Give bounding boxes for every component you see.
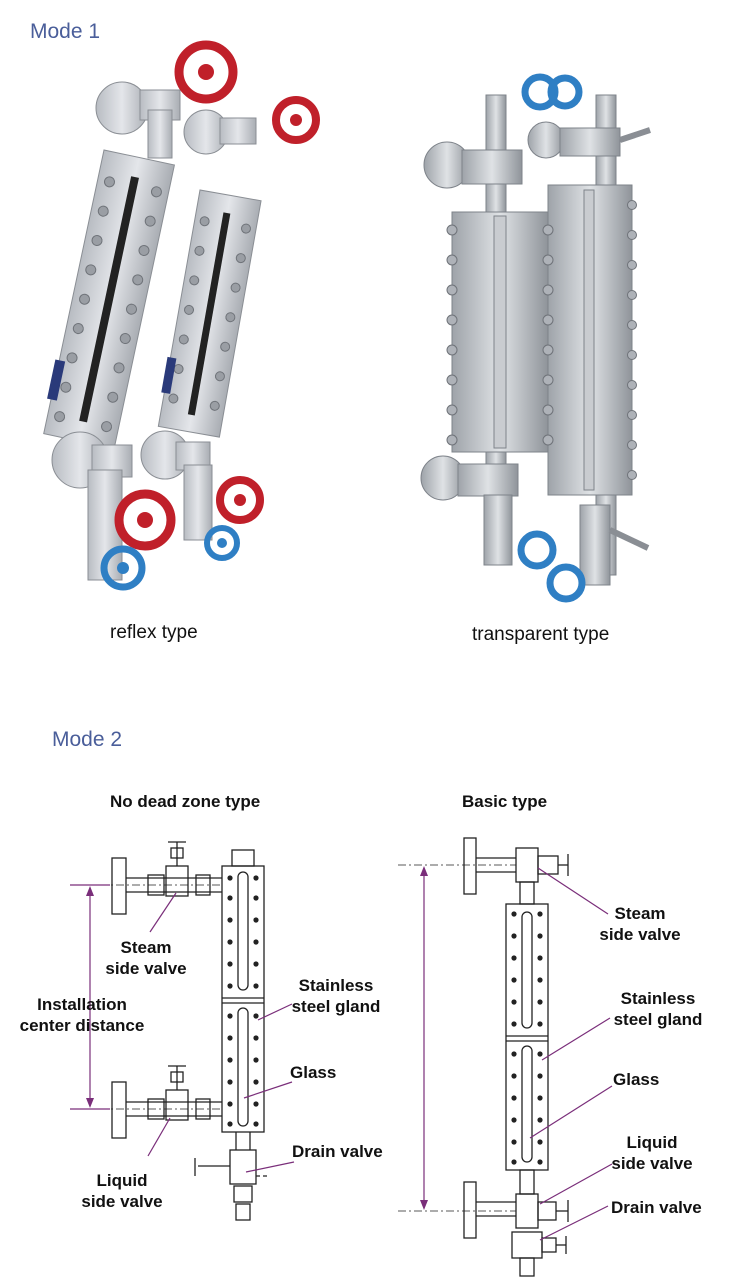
no-dead-zone-title: No dead zone type <box>110 792 261 811</box>
ndz-installation-distance-label: Installation center distance <box>19 995 145 1035</box>
ndz-glass-label: Glass <box>290 1063 337 1082</box>
basic-liquid-valve-label: Liquid side valve <box>611 1133 693 1173</box>
mode1-title: Mode 1 <box>30 20 101 43</box>
ndz-drain-valve-label: Drain valve <box>292 1142 383 1161</box>
ndz-gland-label: Stainless steel gland <box>291 976 381 1016</box>
basic-glass-label: Glass <box>613 1070 660 1089</box>
basic-gland-label: Stainless steel gland <box>613 989 703 1029</box>
transparent-caption: transparent type <box>472 624 610 645</box>
reflex-gauge-back <box>140 96 320 561</box>
ndz-liquid-valve-label: Liquid side valve <box>81 1171 163 1211</box>
basic-type-drawing <box>398 837 569 1277</box>
mode1-photos <box>43 40 651 603</box>
ndz-steam-valve-label: Steam side valve <box>105 938 187 978</box>
basic-drain-valve-label: Drain valve <box>611 1198 702 1217</box>
basic-type-title: Basic type <box>462 792 548 811</box>
reflex-caption: reflex type <box>110 622 198 643</box>
reflex-gauge-front <box>43 40 238 591</box>
leader-lines <box>70 866 613 1241</box>
transparent-gauges <box>420 73 651 603</box>
basic-steam-valve-label: Steam side valve <box>599 904 681 944</box>
mode2-title: Mode 2 <box>52 728 123 751</box>
no-dead-zone-drawing <box>100 841 270 1221</box>
